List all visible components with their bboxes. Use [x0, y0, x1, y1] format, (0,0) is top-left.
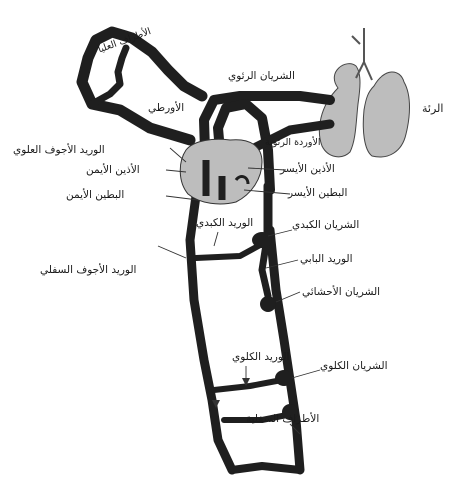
pointer-renal-artery: [291, 369, 321, 379]
label-inferior-vena-cava: الوريد الأجوف السفلي: [40, 264, 137, 276]
pointer-mesenteric: [275, 291, 301, 303]
organs: [252, 232, 298, 420]
right-lung: [362, 71, 410, 158]
kidney-node: [275, 370, 293, 386]
hepatic-connector: [193, 241, 265, 261]
lower-limb-node: [282, 404, 298, 420]
label-renal-vein: الوريد الكلوي: [232, 351, 290, 363]
pointer-portal: [265, 259, 299, 269]
lower-connector: [228, 462, 304, 474]
pointer-rv: [165, 195, 199, 201]
label-hepatic-vein: الوريد الكبدي: [196, 217, 254, 229]
arrowhead-renal-vein: [242, 378, 250, 386]
label-pulmonary-veins: الأوردة الرئوية: [265, 137, 321, 148]
trunk-vessels: [185, 191, 305, 475]
label-hepatic-artery: الشريان الكبدي: [292, 219, 360, 231]
pulmonary-artery-vessel: [199, 91, 335, 185]
label-lower-limbs: الأطراف السفلية: [246, 413, 320, 425]
pointer-scv: [169, 147, 187, 163]
label-renal-artery: الشريان الكلوي: [320, 360, 388, 372]
main-vessels: [199, 91, 335, 237]
pointer-hepatic-artery: [267, 229, 293, 237]
aorta-vessel: [213, 99, 275, 195]
pointer-lines: [157, 147, 321, 435]
arrowhead-lower: [212, 400, 220, 408]
pointer-ra: [165, 169, 187, 173]
heart: [179, 138, 263, 205]
pointer-hepatic-vein: [213, 231, 219, 247]
label-right-atrium: الأذين الأيمن: [86, 164, 140, 176]
liver-node: [252, 232, 272, 248]
gut-node: [260, 296, 276, 312]
left-lung: [318, 63, 361, 158]
label-right-ventricle: البطين الأيمن: [66, 189, 125, 201]
lower-limb-connector: [221, 411, 295, 423]
label-portal-vein: الوريد البابي: [300, 253, 353, 265]
label-superior-vena-cava: الوريد الأجوف العلوي: [13, 144, 105, 156]
pulmonary-vein-vessel: [245, 119, 335, 155]
label-pulmonary-artery: الشريان الرئوي: [228, 70, 295, 82]
renal-connector: [211, 377, 285, 393]
trachea: [351, 28, 373, 81]
label-lung: الرئة: [422, 102, 444, 115]
pointer-la: [247, 167, 287, 171]
dorsal-aorta-vessel: [265, 225, 305, 475]
ivc-vessel: [185, 191, 237, 475]
pointer-arrowheads: [212, 378, 250, 408]
pointer-ivc: [157, 245, 187, 259]
label-aorta: الأورطي: [148, 102, 185, 114]
label-left-atrium: الأذين الأيسر: [280, 163, 335, 175]
upper-limbs-loop: [76, 26, 208, 146]
pointer-lv: [243, 189, 291, 195]
lungs: [318, 63, 410, 158]
pointer-lower-limbs: [289, 423, 301, 435]
label-mesenteric-artery: الشريان الأحشائي: [302, 286, 381, 298]
label-left-ventricle: البطين الأيسر: [288, 187, 348, 199]
